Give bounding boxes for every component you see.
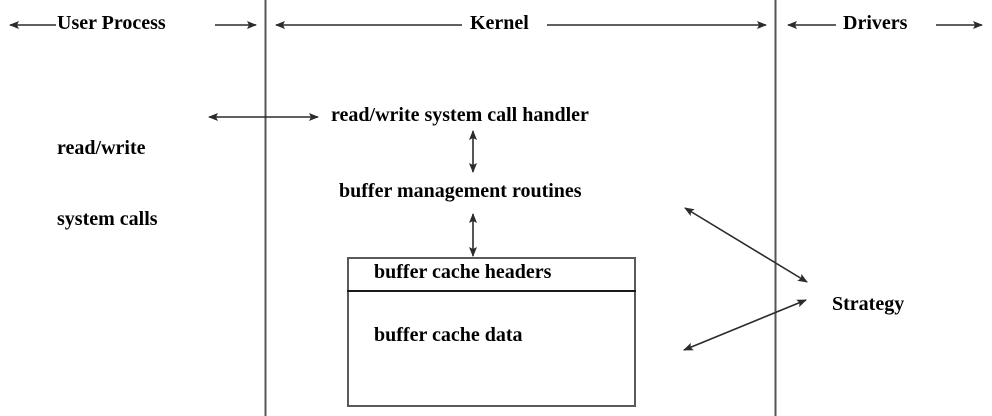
buffer-cache-box xyxy=(347,257,636,407)
node-read-write-system-calls-line1: read/write xyxy=(57,137,146,160)
column-header-drivers: Drivers xyxy=(843,12,908,34)
node-buffer-management-routines: buffer management routines xyxy=(339,180,582,202)
column-header-kernel: Kernel xyxy=(470,12,529,34)
node-read-write-system-calls: read/write system calls xyxy=(57,90,158,279)
node-strategy: Strategy xyxy=(832,293,905,315)
column-header-user-process: User Process xyxy=(57,12,166,34)
node-buffer-cache-data: buffer cache data xyxy=(374,324,523,346)
connector-buffer-cache-data-to-strategy xyxy=(683,299,807,351)
node-read-write-system-calls-line2: system calls xyxy=(57,207,158,230)
connector-buffer-management-to-strategy xyxy=(684,207,808,283)
node-read-write-system-call-handler: read/write system call handler xyxy=(331,104,589,126)
node-buffer-cache-headers: buffer cache headers xyxy=(374,261,552,283)
buffer-cache-box-divider xyxy=(347,290,636,292)
